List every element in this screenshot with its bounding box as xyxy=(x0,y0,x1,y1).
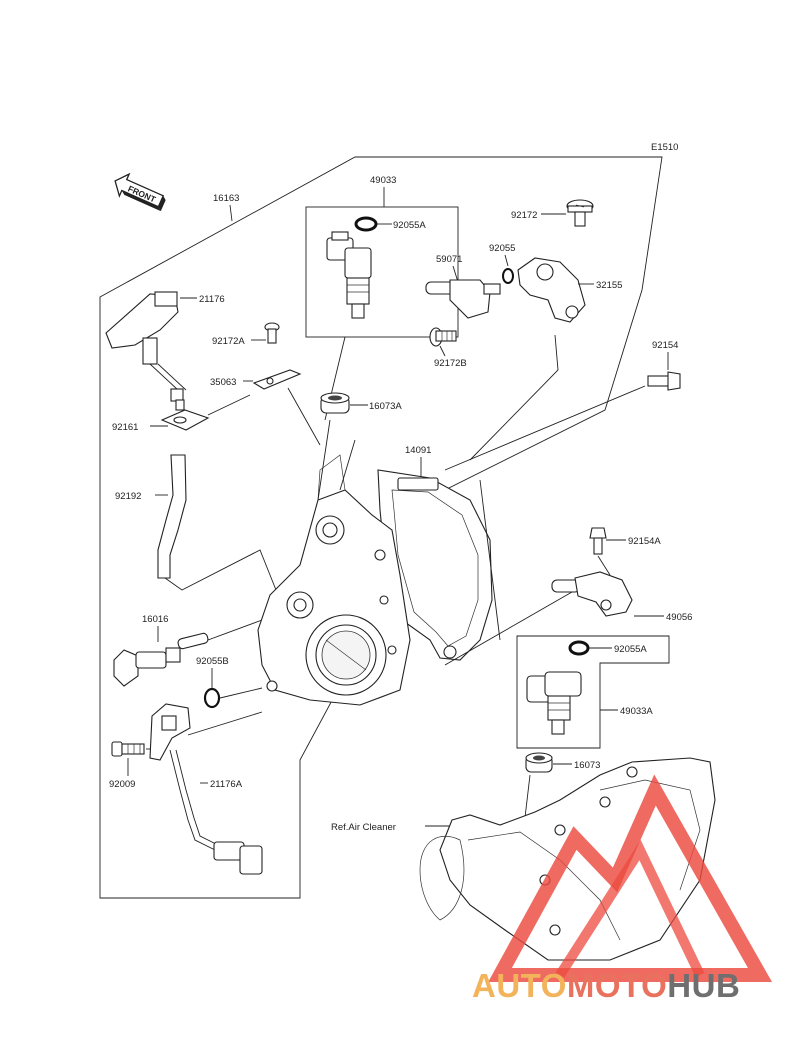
label-49056: 49056 xyxy=(666,612,692,623)
label-16016: 16016 xyxy=(142,614,168,625)
injector-box-bottom xyxy=(516,635,670,749)
label-92154a: 92154A xyxy=(628,536,661,547)
sensor-59071 xyxy=(425,279,501,319)
o-ring-92055 xyxy=(502,268,514,284)
o-ring-92055b xyxy=(203,687,221,709)
label-92055a-top: 92055A xyxy=(393,220,426,231)
label-16073: 16073 xyxy=(574,760,600,771)
label-92161: 92161 xyxy=(112,422,138,433)
label-92009: 92009 xyxy=(109,779,135,790)
seal-16073a xyxy=(320,392,350,414)
watermark-text: AUTOMOTOHUB xyxy=(472,967,740,1004)
bolt-92154 xyxy=(647,371,681,391)
label-35063: 35063 xyxy=(210,377,236,388)
label-92055a-bottom: 92055A xyxy=(614,644,647,655)
injector-box-top xyxy=(305,206,459,338)
label-16073a: 16073A xyxy=(369,401,402,412)
o-ring-92055a-bottom xyxy=(568,640,590,656)
watermark-triangle-icon xyxy=(488,774,773,982)
label-92172a: 92172A xyxy=(212,336,245,347)
label-92055: 92055 xyxy=(489,243,515,254)
label-32155: 32155 xyxy=(596,280,622,291)
watermark-logo: AUTOMOTOHUB xyxy=(472,774,773,1004)
label-92172: 92172 xyxy=(511,210,537,221)
fuel-pipe-49056 xyxy=(551,571,633,617)
label-92192: 92192 xyxy=(115,491,141,502)
bolt-92154a xyxy=(589,527,607,555)
bracket-35063 xyxy=(252,369,302,390)
label-14091: 14091 xyxy=(405,445,431,456)
label-92055b: 92055B xyxy=(196,656,229,667)
fuel-injector-top xyxy=(326,231,372,319)
watermark-word-auto: AUTO xyxy=(472,967,567,1004)
screw-92172b xyxy=(429,327,457,347)
screw-92172a xyxy=(264,322,280,344)
label-21176: 21176 xyxy=(199,294,225,305)
sensor-21176a xyxy=(149,703,263,875)
sensor-21176 xyxy=(105,291,187,391)
diagram-code: E1510 xyxy=(651,142,678,153)
throttle-body xyxy=(257,454,411,706)
watermark-word-moto: MOTO xyxy=(567,967,667,1004)
label-49033a: 49033A xyxy=(620,706,653,717)
label-92154: 92154 xyxy=(652,340,678,351)
front-arrow-icon: FRONT xyxy=(114,172,166,212)
label-49033: 49033 xyxy=(370,175,396,186)
hose-92192 xyxy=(157,454,187,579)
screw-92172 xyxy=(566,199,594,227)
o-ring-92055a-top xyxy=(354,216,378,232)
sensor-16016 xyxy=(113,632,209,687)
label-21176a: 21176A xyxy=(210,779,243,790)
label-92172b: 92172B xyxy=(434,358,467,369)
fitting-92161 xyxy=(160,388,210,431)
watermark-word-hub: HUB xyxy=(667,967,740,1004)
label-59071: 59071 xyxy=(436,254,462,265)
fuel-injector-bottom xyxy=(526,671,582,735)
label-16163: 16163 xyxy=(213,193,239,204)
bracket-32155 xyxy=(517,257,586,323)
seal-16073 xyxy=(525,752,553,773)
assembly-outline xyxy=(99,156,663,899)
ref-air-cleaner-label: Ref.Air Cleaner xyxy=(331,822,396,833)
screw-92009 xyxy=(111,741,145,757)
